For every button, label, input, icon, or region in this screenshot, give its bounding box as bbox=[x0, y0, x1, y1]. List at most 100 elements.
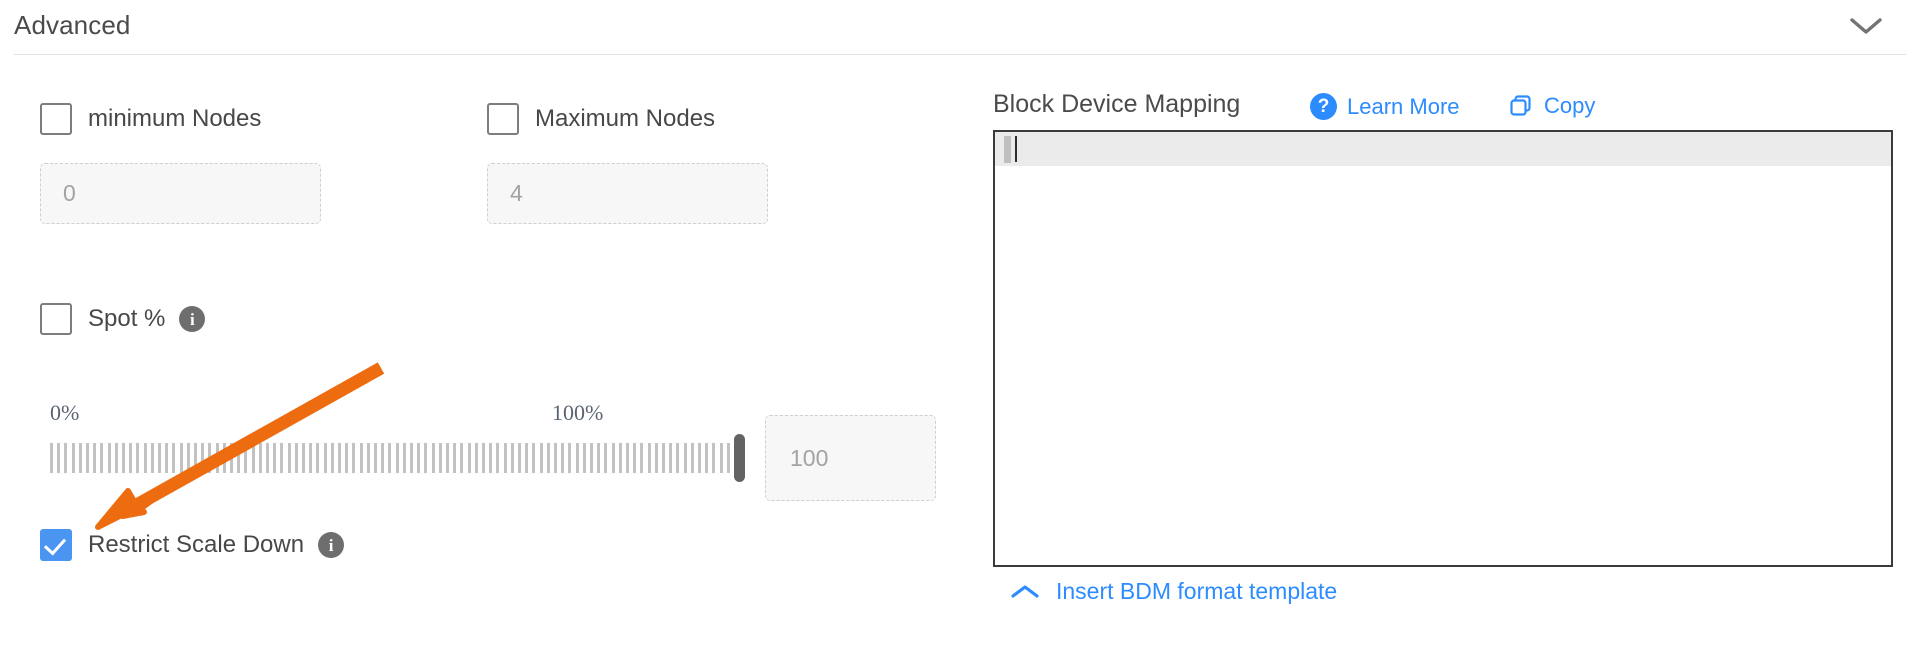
insert-bdm-template-link[interactable]: Insert BDM format template bbox=[1010, 578, 1337, 605]
slider-tick bbox=[503, 443, 507, 473]
advanced-left-pane: minimum Nodes 0 Maximum Nodes 4 Spot % i… bbox=[0, 55, 960, 656]
slider-tick bbox=[460, 443, 464, 473]
slider-tick bbox=[143, 443, 147, 473]
slider-tick bbox=[222, 443, 226, 473]
restrict-scale-down-row[interactable]: Restrict Scale Down i bbox=[40, 529, 345, 561]
slider-tick bbox=[582, 443, 586, 473]
slider-tick bbox=[489, 443, 493, 473]
slider-tick bbox=[647, 443, 651, 473]
editor-caret bbox=[1015, 136, 1017, 162]
restrict-scale-down-label: Restrict Scale Down bbox=[88, 531, 305, 558]
slider-tick bbox=[467, 443, 471, 473]
slider-tick bbox=[215, 443, 219, 473]
spot-percent-value-input[interactable]: 100 bbox=[765, 415, 936, 501]
slider-tick bbox=[690, 443, 694, 473]
spot-percent-row[interactable]: Spot % i bbox=[40, 303, 206, 335]
slider-tick bbox=[712, 443, 716, 473]
slider-tick bbox=[251, 443, 255, 473]
collapse-section-button[interactable] bbox=[1838, 6, 1894, 46]
restrict-scale-down-checkbox[interactable] bbox=[40, 529, 72, 561]
slider-tick bbox=[100, 443, 104, 473]
slider-tick bbox=[633, 443, 637, 473]
restrict-scale-down-info-icon[interactable]: i bbox=[318, 532, 345, 558]
slider-tick bbox=[136, 443, 140, 473]
slider-tick bbox=[114, 443, 118, 473]
slider-tick bbox=[57, 443, 61, 473]
slider-tick bbox=[107, 443, 111, 473]
spot-percent-slider-area: 0% 100% bbox=[50, 400, 750, 530]
slider-tick bbox=[208, 443, 212, 473]
slider-tick bbox=[669, 443, 673, 473]
slider-tick bbox=[258, 443, 262, 473]
slider-tick bbox=[510, 443, 514, 473]
slider-tick bbox=[395, 443, 399, 473]
slider-tick bbox=[726, 443, 730, 473]
copy-button[interactable]: Copy bbox=[1508, 93, 1595, 119]
slider-tick bbox=[698, 443, 701, 473]
slider-tick bbox=[381, 443, 385, 473]
spot-percent-slider-track[interactable] bbox=[50, 443, 742, 473]
slider-tick bbox=[93, 443, 97, 473]
minimum-nodes-checkbox[interactable] bbox=[40, 103, 72, 135]
slider-tick bbox=[64, 443, 68, 473]
slider-tick bbox=[122, 443, 125, 473]
slider-tick bbox=[611, 443, 615, 473]
slider-tick bbox=[662, 443, 665, 473]
slider-tick bbox=[244, 443, 248, 473]
slider-tick bbox=[316, 443, 320, 473]
chevron-up-icon bbox=[1011, 584, 1039, 598]
slider-tick bbox=[438, 443, 442, 473]
spot-percent-slider-thumb[interactable] bbox=[734, 434, 745, 482]
slider-tick bbox=[129, 443, 133, 473]
slider-tick bbox=[525, 443, 529, 473]
slider-tick bbox=[402, 443, 406, 473]
slider-tick bbox=[410, 443, 413, 473]
slider-tick bbox=[431, 443, 435, 473]
maximum-nodes-checkbox[interactable] bbox=[487, 103, 519, 135]
spot-percent-info-icon[interactable]: i bbox=[179, 306, 206, 332]
slider-tick bbox=[345, 443, 349, 473]
slider-tick bbox=[496, 443, 500, 473]
slider-tick bbox=[654, 443, 658, 473]
block-device-mapping-pane: Block Device Mapping ? Learn More Copy I… bbox=[960, 55, 1920, 656]
maximum-nodes-input[interactable]: 4 bbox=[487, 163, 768, 224]
slider-max-label: 100% bbox=[552, 400, 604, 425]
slider-tick bbox=[50, 443, 53, 473]
slider-tick bbox=[532, 443, 536, 473]
slider-tick bbox=[287, 443, 291, 473]
chevron-down-icon bbox=[1850, 18, 1882, 34]
learn-more-link[interactable]: ? Learn More bbox=[1310, 93, 1460, 120]
slider-tick bbox=[237, 443, 241, 473]
slider-tick bbox=[683, 443, 687, 473]
slider-tick bbox=[575, 443, 579, 473]
header-divider bbox=[14, 54, 1906, 55]
learn-more-label: Learn More bbox=[1347, 93, 1460, 119]
slider-tick bbox=[201, 443, 205, 473]
slider-tick bbox=[273, 443, 277, 473]
minimum-nodes-row[interactable]: minimum Nodes bbox=[40, 103, 261, 135]
slider-tick bbox=[366, 443, 370, 473]
slider-tick bbox=[626, 443, 629, 473]
insert-bdm-template-label: Insert BDM format template bbox=[1056, 578, 1338, 604]
editor-gutter-marker bbox=[1004, 136, 1011, 163]
slider-tick bbox=[597, 443, 601, 473]
maximum-nodes-label: Maximum Nodes bbox=[535, 105, 716, 132]
question-circle-icon: ? bbox=[1310, 93, 1337, 120]
spot-percent-checkbox[interactable] bbox=[40, 303, 72, 335]
slider-tick bbox=[388, 443, 392, 473]
slider-tick bbox=[554, 443, 557, 473]
maximum-nodes-row[interactable]: Maximum Nodes bbox=[487, 103, 715, 135]
block-device-mapping-editor[interactable] bbox=[993, 130, 1893, 567]
slider-tick bbox=[150, 443, 154, 473]
slider-tick bbox=[330, 443, 334, 473]
minimum-nodes-input[interactable]: 0 bbox=[40, 163, 321, 224]
slider-tick bbox=[705, 443, 709, 473]
slider-tick bbox=[604, 443, 608, 473]
slider-tick bbox=[352, 443, 356, 473]
copy-label: Copy bbox=[1544, 93, 1596, 118]
slider-tick bbox=[194, 443, 197, 473]
slider-tick bbox=[374, 443, 377, 473]
slider-tick bbox=[165, 443, 169, 473]
slider-tick bbox=[71, 443, 75, 473]
copy-icon bbox=[1510, 95, 1531, 116]
